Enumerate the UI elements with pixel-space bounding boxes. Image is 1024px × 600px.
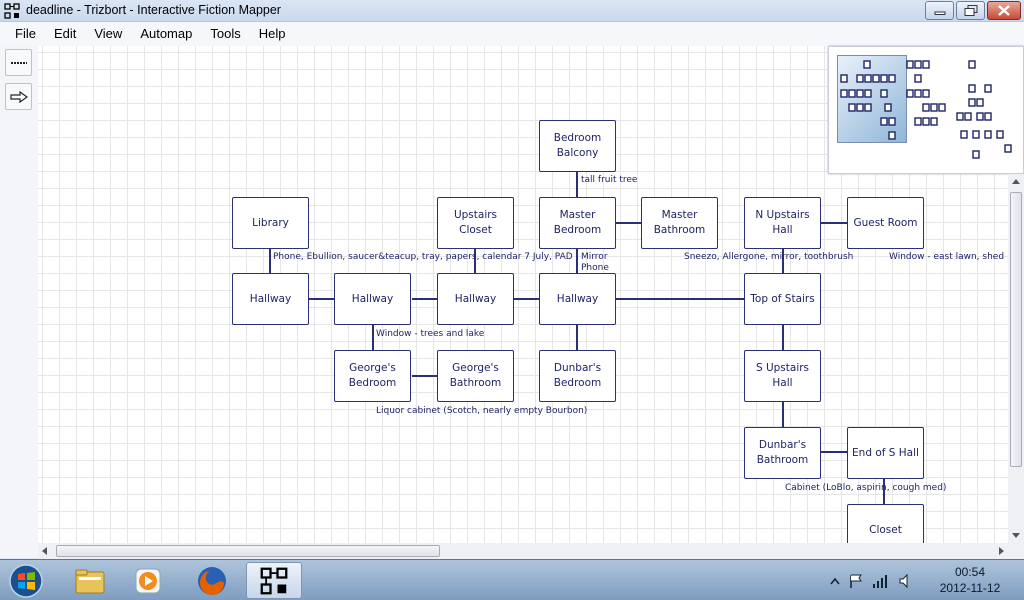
room-hallway-4[interactable]: Hallway <box>539 273 616 325</box>
label-bathroom-cabinet: Cabinet (LoBlo, aspirin, cough med) <box>785 483 947 493</box>
scroll-up-icon[interactable] <box>1012 179 1020 184</box>
arrow-tool-icon <box>9 90 28 103</box>
minimize-button[interactable] <box>925 1 954 20</box>
trizbort-app-icon <box>4 3 20 19</box>
clock-time: 00:54 <box>954 565 986 579</box>
trizbort-app-icon <box>260 567 288 594</box>
label-mirror-phone: Mirror Phone <box>581 252 609 273</box>
menu-file[interactable]: File <box>15 26 36 41</box>
room-hallway-3[interactable]: Hallway <box>437 273 514 325</box>
folder-icon <box>75 569 105 593</box>
action-center-flag-icon[interactable] <box>848 573 864 589</box>
tool-panel <box>0 46 38 558</box>
window-title: deadline - Trizbort - Interactive Fictio… <box>26 3 281 17</box>
label-library-items: Phone, Ebullion, saucer&teacup, tray, pa… <box>273 252 573 262</box>
connection-layer <box>269 172 885 504</box>
taskbar-firefox[interactable] <box>184 562 240 599</box>
label-tall-fruit-tree: tall fruit tree <box>581 175 638 185</box>
room-library[interactable]: Library <box>232 197 309 249</box>
menu-edit[interactable]: Edit <box>53 26 77 41</box>
menu-bar: File Edit View Automap Tools Help <box>0 22 1024 46</box>
network-icon[interactable] <box>872 573 890 589</box>
minimap[interactable] <box>828 46 1024 174</box>
room-georges-bathroom[interactable]: George's Bathroom <box>437 350 514 402</box>
clock-date: 2012-11-12 <box>939 581 1001 595</box>
show-hidden-icons-icon[interactable] <box>830 577 840 585</box>
taskbar-trizbort[interactable] <box>246 562 302 599</box>
minimize-icon <box>934 11 945 15</box>
room-upstairs-closet[interactable]: Upstairs Closet <box>437 197 514 249</box>
volume-icon[interactable] <box>898 573 914 589</box>
label-guest-window: Window - east lawn, shed <box>889 252 1005 262</box>
maximize-button[interactable] <box>956 1 985 20</box>
scroll-down-icon[interactable] <box>1012 533 1020 538</box>
room-closet[interactable]: Closet <box>847 504 924 543</box>
close-button[interactable] <box>987 1 1021 20</box>
horizontal-scrollbar[interactable] <box>38 543 1008 559</box>
room-top-of-stairs[interactable]: Top of Stairs <box>744 273 821 325</box>
room-guest-room[interactable]: Guest Room <box>847 197 924 249</box>
room-bedroom-balcony[interactable]: Bedroom Balcony <box>539 120 616 172</box>
start-button[interactable] <box>0 562 52 599</box>
scroll-right-icon[interactable] <box>999 547 1004 555</box>
room-s-upstairs-hall[interactable]: S Upstairs Hall <box>744 350 821 402</box>
menu-tools[interactable]: Tools <box>210 26 241 41</box>
line-tool-icon <box>10 61 27 64</box>
taskbar-explorer[interactable] <box>62 562 118 599</box>
scrollbar-corner <box>1008 543 1024 559</box>
room-hallway-1[interactable]: Hallway <box>232 273 309 325</box>
room-dunbars-bedroom[interactable]: Dunbar's Bedroom <box>539 350 616 402</box>
horizontal-scroll-thumb[interactable] <box>56 545 440 557</box>
restore-icon <box>964 5 977 16</box>
close-icon <box>998 5 1010 16</box>
windows-start-icon <box>9 563 43 598</box>
minimap-viewport[interactable] <box>837 55 907 143</box>
room-dunbars-bathroom[interactable]: Dunbar's Bathroom <box>744 427 821 479</box>
menu-view[interactable]: View <box>94 26 123 41</box>
vertical-scroll-thumb[interactable] <box>1010 192 1022 467</box>
clock[interactable]: 00:54 2012-11-12 <box>930 564 1010 596</box>
room-n-upstairs-hall[interactable]: N Upstairs Hall <box>744 197 821 249</box>
label-liquor-cabinet: Liquor cabinet (Scotch, nearly empty Bou… <box>376 406 588 416</box>
minimap-rooms <box>840 60 1012 159</box>
room-hallway-2[interactable]: Hallway <box>334 273 411 325</box>
system-tray <box>830 560 914 600</box>
taskbar-media-player[interactable] <box>120 562 176 599</box>
line-tool-button[interactable] <box>5 49 32 76</box>
taskbar: 00:54 2012-11-12 <box>0 559 1024 600</box>
room-master-bathroom[interactable]: Master Bathroom <box>641 197 718 249</box>
room-georges-bedroom[interactable]: George's Bedroom <box>334 350 411 402</box>
title-bar: deadline - Trizbort - Interactive Fictio… <box>0 0 1024 22</box>
media-player-icon <box>135 568 161 593</box>
firefox-icon <box>198 566 226 595</box>
room-end-of-s-hall[interactable]: End of S Hall <box>847 427 924 479</box>
menu-automap[interactable]: Automap <box>140 26 193 41</box>
label-n-hall-items: Sneezo, Allergone, mirror, toothbrush <box>684 252 854 262</box>
scroll-left-icon[interactable] <box>42 547 47 555</box>
arrow-tool-button[interactable] <box>5 83 32 110</box>
menu-help[interactable]: Help <box>258 26 286 41</box>
room-master-bedroom[interactable]: Master Bedroom <box>539 197 616 249</box>
label-hall-window: Window - trees and lake <box>376 329 485 339</box>
vertical-scrollbar[interactable] <box>1008 174 1024 543</box>
